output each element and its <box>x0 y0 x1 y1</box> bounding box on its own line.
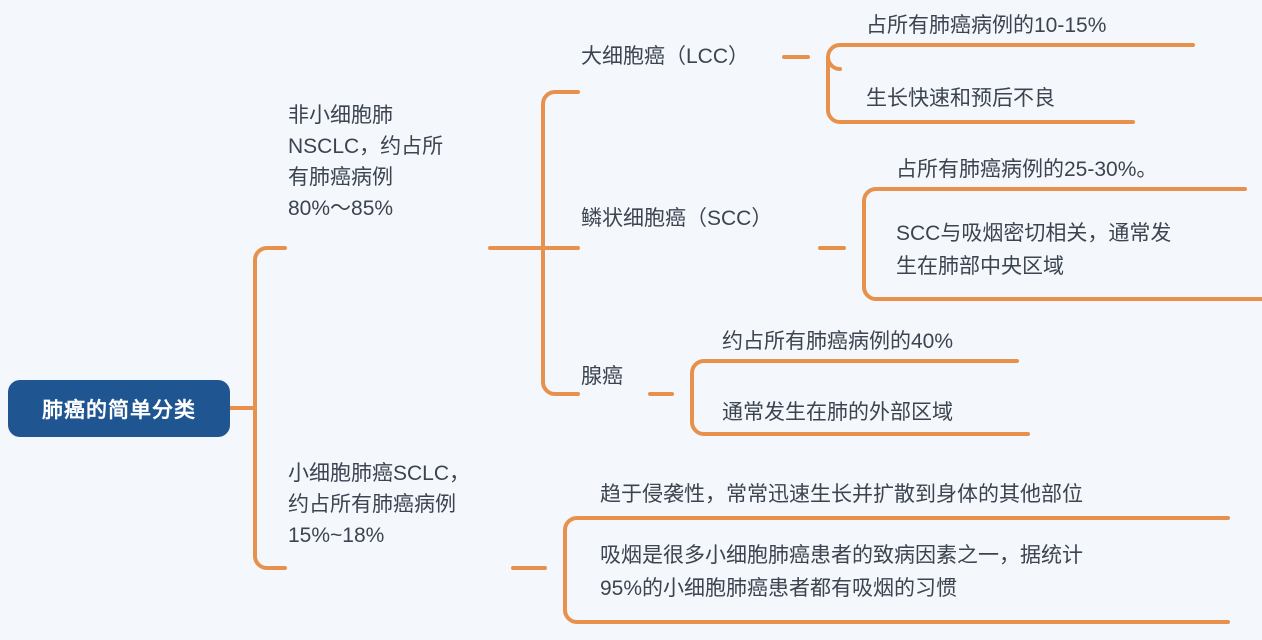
branch-node-lcc[interactable]: 大细胞癌（LCC） <box>581 45 750 68</box>
leaf-node-lcc-growth[interactable]: 生长快速和预后不良 <box>866 87 1055 110</box>
wire-sclc-leaf2 <box>563 608 1230 624</box>
leaf-node-sclc-aggressive[interactable]: 趋于侵袭性，常常迅速生长并扩散到身体的其他部位 <box>600 483 1083 506</box>
wire-scc-leaf1 <box>862 187 1247 203</box>
wire-sclc-leaf1 <box>563 516 1230 532</box>
leaf-node-adeno-share[interactable]: 约占所有肺癌病例的40% <box>722 330 954 353</box>
branch-node-adeno[interactable]: 腺癌 <box>581 365 623 388</box>
wire-nsclc-spine <box>541 90 580 396</box>
leaf-node-scc-smoking[interactable]: SCC与吸烟密切相关，通常发 生在肺部中央区域 <box>896 222 1172 278</box>
wire-adeno-leaf1 <box>690 359 1019 375</box>
leaf-node-adeno-location[interactable]: 通常发生在肺的外部区域 <box>722 401 953 424</box>
leaf-node-lcc-share[interactable]: 占所有肺癌病例的10-15% <box>866 14 1107 37</box>
wire-lcc-leaf1 <box>826 43 1195 71</box>
branch-node-scc[interactable]: 鳞状细胞癌（SCC） <box>581 207 773 230</box>
root-node-label: 肺癌的简单分类 <box>42 398 196 422</box>
leaf-node-scc-share[interactable]: 占所有肺癌病例的25-30%。 <box>896 158 1158 181</box>
root-node[interactable]: 肺癌的简单分类 <box>8 380 230 437</box>
wire-scc-leaf2 <box>862 285 1262 301</box>
leaf-node-sclc-smoking[interactable]: 吸烟是很多小细胞肺癌患者的致病因素之一，据统计 95%的小细胞肺癌患者都有吸烟的… <box>600 544 1083 600</box>
branch-node-nsclc[interactable]: 非小细胞肺 NSCLC，约占所 有肺癌病例 80%～85% <box>288 104 444 220</box>
branch-node-sclc[interactable]: 小细胞肺癌SCLC， 约占所有肺癌病例 15%~18% <box>288 462 471 547</box>
wire-main-spine <box>253 246 287 570</box>
